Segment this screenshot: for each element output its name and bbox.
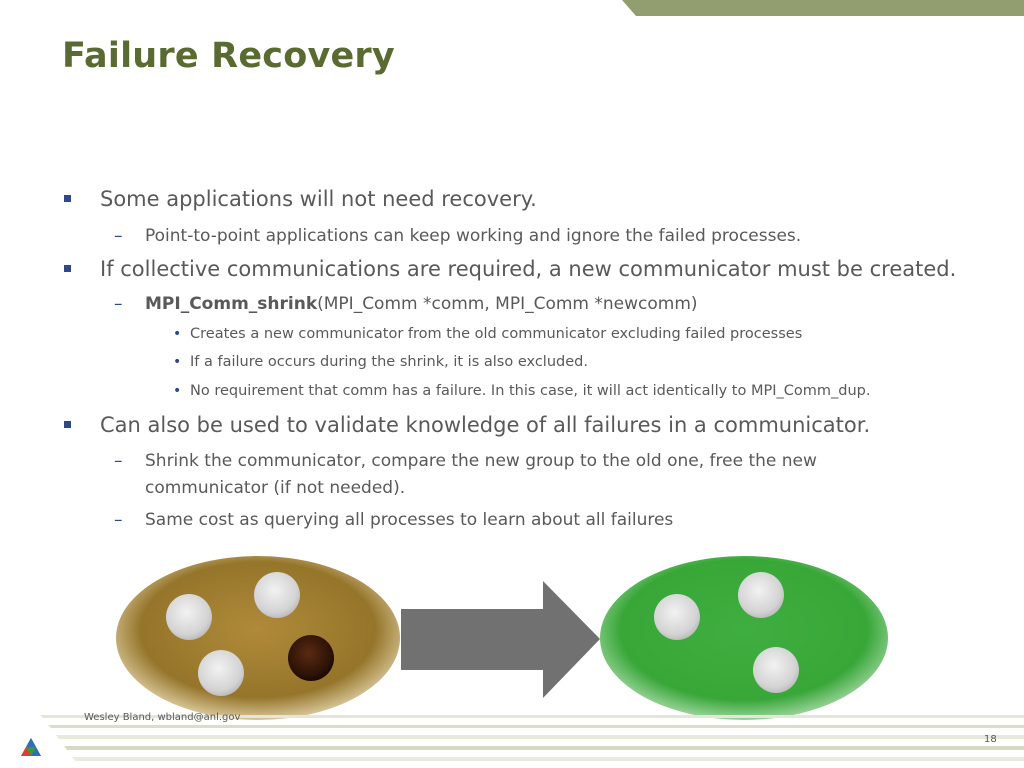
function-signature: (MPI_Comm *comm, MPI_Comm *newcomm) [317, 294, 698, 314]
bullet-2: If collective communications are require… [100, 257, 957, 281]
bullet-1-1: Point-to-point applications can keep wor… [145, 226, 802, 246]
bullet-1: Some applications will not need recovery… [100, 187, 537, 211]
footer-author: Wesley Bland, wbland@anl.gov [84, 712, 241, 723]
dash-bullet-icon: – [114, 294, 123, 314]
square-bullet-icon [64, 265, 71, 272]
bullet-2-1: MPI_Comm_shrink(MPI_Comm *comm, MPI_Comm… [145, 294, 698, 314]
process-node [198, 650, 244, 696]
slide-title: Failure Recovery [62, 36, 395, 76]
dot-bullet-icon: • [173, 354, 182, 370]
lab-logo-icon [21, 738, 41, 756]
bullet-2-1-1: Creates a new communicator from the old … [190, 326, 803, 342]
function-name: MPI_Comm_shrink [145, 294, 318, 314]
bullet-2-1-3: No requirement that comm has a failure. … [190, 383, 871, 399]
old-communicator-group [116, 556, 400, 720]
dash-bullet-icon: – [114, 510, 123, 530]
bullet-3-2: Same cost as querying all processes to l… [145, 510, 674, 530]
failed-process-node [288, 635, 334, 681]
process-node [166, 594, 212, 640]
arrow-icon [401, 581, 600, 698]
bullet-3: Can also be used to validate knowledge o… [100, 413, 871, 437]
square-bullet-icon [64, 195, 71, 202]
process-node [254, 572, 300, 618]
bullet-2-1-2: If a failure occurs during the shrink, i… [190, 354, 588, 370]
dot-bullet-icon: • [173, 383, 182, 399]
footer-stripes [40, 715, 1024, 761]
dash-bullet-icon: – [114, 226, 123, 246]
process-node [738, 572, 784, 618]
header-accent-bar [622, 0, 1024, 16]
square-bullet-icon [64, 421, 71, 428]
page-number: 18 [984, 734, 997, 745]
process-node [654, 594, 700, 640]
dot-bullet-icon: • [173, 326, 182, 342]
bullet-3-1-line-1: Shrink the communicator, compare the new… [145, 451, 817, 471]
dash-bullet-icon: – [114, 451, 123, 471]
process-node [753, 647, 799, 693]
bullet-3-1-line-2: communicator (if not needed). [145, 478, 406, 498]
